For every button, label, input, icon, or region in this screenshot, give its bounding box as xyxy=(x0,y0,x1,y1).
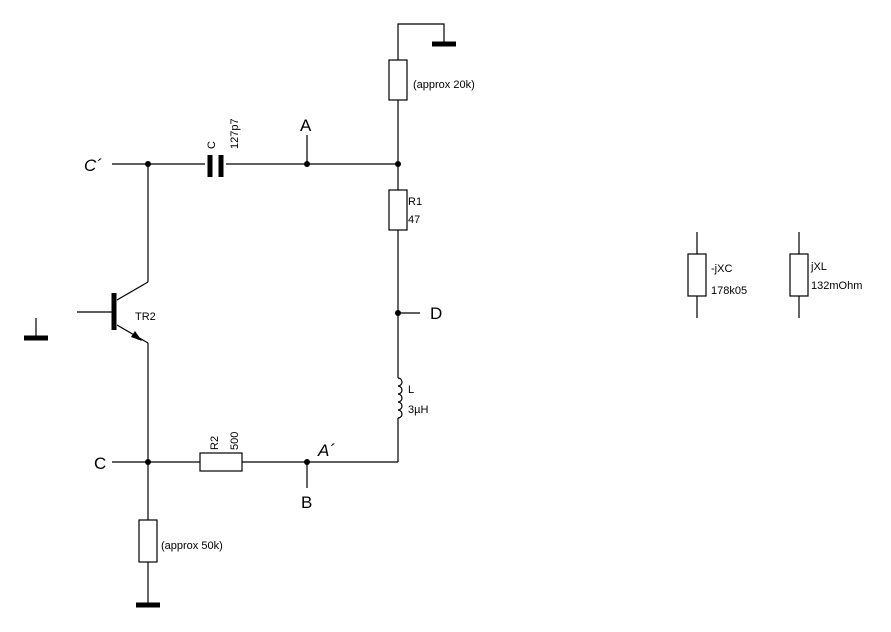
junction-dot xyxy=(304,161,310,167)
resistor-bottom xyxy=(138,462,158,605)
junction-dot xyxy=(304,459,310,465)
resistor-top xyxy=(388,57,408,164)
transistor-name: TR2 xyxy=(135,311,156,323)
transistor-tr2 xyxy=(77,164,149,462)
r1-value: 47 xyxy=(408,214,420,226)
junction-dot xyxy=(395,161,401,167)
resistor-r1 xyxy=(388,164,408,378)
node-c-prime-label: C´ xyxy=(84,156,102,175)
resistor-r2 xyxy=(199,452,243,472)
resistor-top-value: (approx 20k) xyxy=(413,79,475,91)
left-ground xyxy=(24,318,48,341)
capacitor-c xyxy=(207,155,224,177)
inductor-l xyxy=(397,377,403,462)
r2-value: 500 xyxy=(229,432,241,450)
xc-value: 178k05 xyxy=(711,285,747,297)
resistor-bottom-value: (approx 50k) xyxy=(161,540,223,552)
capacitor-name: C xyxy=(206,141,218,149)
node-a-label: A xyxy=(300,116,312,135)
xl-name: jXL xyxy=(810,261,827,273)
r2-name: R2 xyxy=(209,436,221,450)
xl-value: 132mOhm xyxy=(811,280,862,292)
inductor-name: L xyxy=(408,384,414,396)
xc-name: -jXC xyxy=(711,263,732,275)
node-c-label: C xyxy=(94,454,106,473)
inductor-value: 3µH xyxy=(408,404,428,416)
r1-name: R1 xyxy=(408,196,422,208)
node-b-label: B xyxy=(301,493,312,512)
junction-dot xyxy=(395,310,401,316)
node-a-prime-label: A´ xyxy=(317,441,335,460)
junction-dot xyxy=(145,161,151,167)
reactance-xl xyxy=(789,232,809,318)
junction-dot xyxy=(145,459,151,465)
node-d-label: D xyxy=(430,304,442,323)
top-ground-wire xyxy=(397,23,456,57)
reactance-xc xyxy=(687,232,707,318)
capacitor-value: 127p7 xyxy=(229,118,241,149)
